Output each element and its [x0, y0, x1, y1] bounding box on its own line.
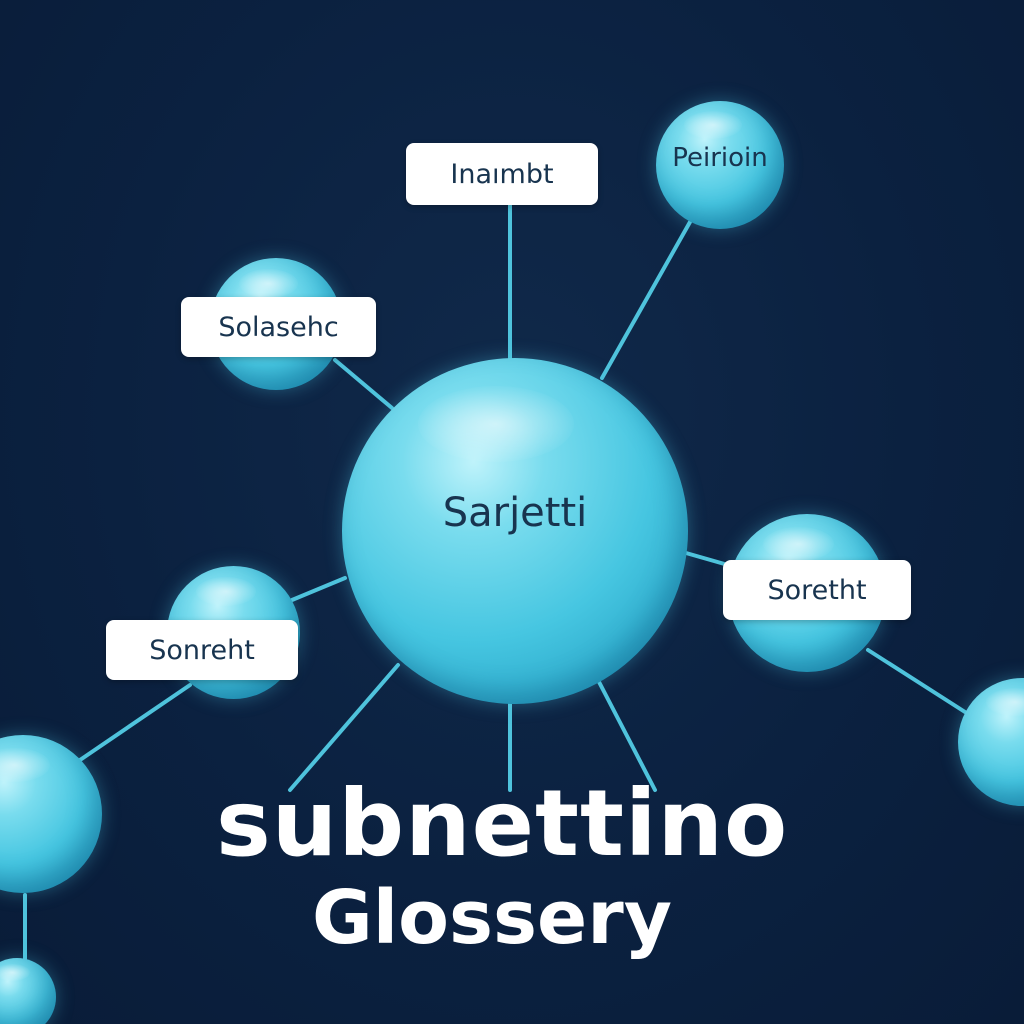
- link-center-down-left: [288, 663, 400, 792]
- link-left-far-left: [78, 683, 192, 762]
- diagram-title: subnettino: [216, 770, 789, 877]
- top-node-label: Inaımbt: [406, 143, 598, 205]
- center-node-sphere: [342, 358, 688, 704]
- link-center-upper-right: [600, 220, 692, 380]
- node-sphere-upper-right: [656, 101, 784, 229]
- right-node-label: Soretht: [723, 560, 911, 620]
- link-center-down-right: [596, 678, 657, 792]
- diagram-subtitle: Glossery: [312, 875, 672, 961]
- link-center-upper-left: [333, 358, 394, 410]
- left-node-label: Sonreht: [106, 620, 298, 680]
- link-center-left: [290, 576, 347, 602]
- upper-left-node-label: Solasehc: [181, 297, 376, 357]
- link-right-far-right: [866, 648, 967, 714]
- upper-right-node-label: Peirioin: [672, 143, 768, 173]
- center-node-label: Sarjetti: [442, 490, 588, 536]
